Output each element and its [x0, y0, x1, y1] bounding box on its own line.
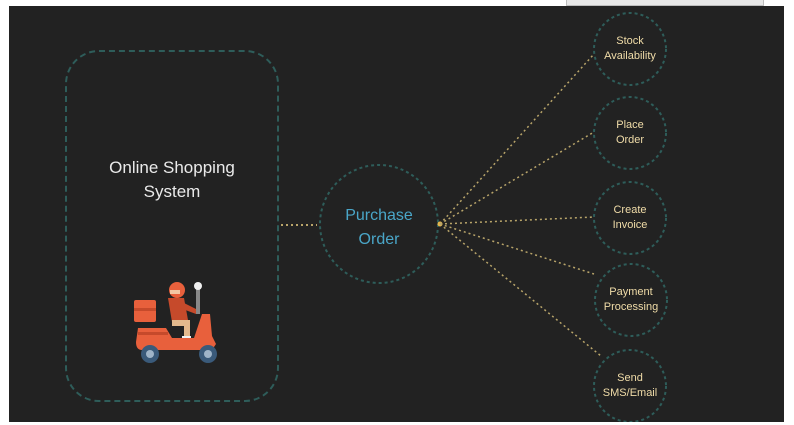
- node-stock-availability: Stock Availability: [590, 34, 670, 64]
- system-label-line1: Online Shopping: [109, 158, 235, 177]
- online-shopping-system-box: Online Shopping System: [65, 50, 279, 402]
- node-label-line1: Payment: [609, 286, 653, 298]
- node-payment-processing: Payment Processing: [591, 285, 671, 315]
- node-create-invoice: Create Invoice: [590, 203, 670, 233]
- top-toolbar-strip: [566, 0, 764, 6]
- node-label-line2: Order: [615, 134, 645, 146]
- node-label-line2: Processing: [603, 301, 659, 313]
- spoke-stock-availability: [439, 53, 595, 225]
- node-label-line1: Create: [613, 204, 647, 216]
- node-label-line2: Availability: [604, 50, 656, 62]
- spoke-place-order: [439, 131, 595, 225]
- purchase-order-label-line1: Purchase: [345, 207, 413, 224]
- node-circle-stock-availability: [593, 12, 667, 86]
- node-circle-send-sms-email: [593, 349, 667, 422]
- node-label-line1: Stock: [616, 35, 644, 47]
- diagram-canvas: Online Shopping System: [9, 6, 784, 422]
- connector-layer: [281, 12, 668, 422]
- purchase-order-label-line2: Order: [358, 231, 400, 248]
- system-label: Online Shopping System: [67, 156, 277, 204]
- node-circle-payment-processing: [594, 263, 668, 337]
- spoke-payment-processing: [439, 223, 595, 275]
- delivery-scooter-icon: [134, 282, 217, 363]
- node-circle-place-order: [593, 96, 667, 170]
- node-send-sms-email: Send SMS/Email: [590, 371, 670, 401]
- node-circle-create-invoice: [593, 181, 667, 255]
- spoke-create-invoice: [439, 216, 595, 225]
- node-place-order: Place Order: [590, 118, 670, 148]
- purchase-order-label: Purchase Order: [314, 204, 444, 252]
- node-label-line1: Place: [616, 119, 644, 131]
- spoke-send-sms-email: [439, 223, 602, 357]
- node-label-line2: Invoice: [612, 219, 648, 231]
- node-label-line1: Send: [617, 372, 643, 384]
- system-label-line2: System: [143, 182, 201, 201]
- node-label-line2: SMS/Email: [602, 387, 658, 399]
